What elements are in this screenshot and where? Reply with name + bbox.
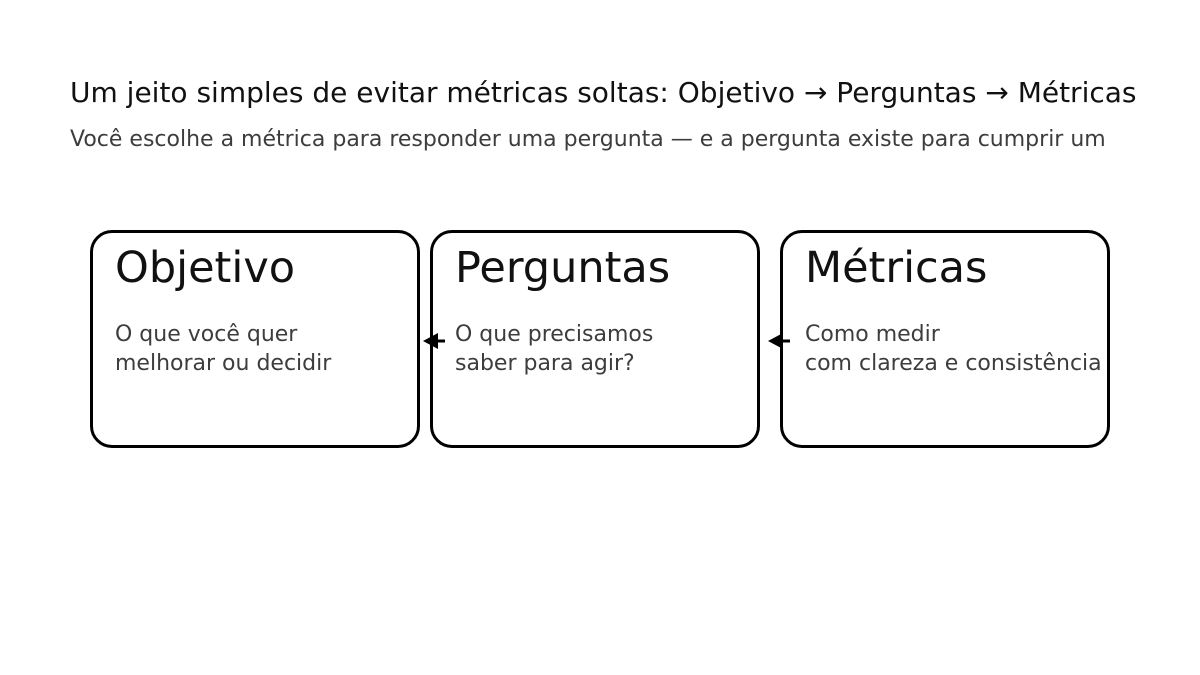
card-title: Perguntas: [455, 243, 671, 293]
arrow-left-icon: [410, 331, 446, 351]
card-metricas: Métricas Como medir com clareza e consis…: [780, 230, 1110, 448]
card-description: Como medir com clareza e consistência: [805, 322, 1102, 376]
page-title: Um jeito simples de evitar métricas solt…: [70, 76, 1137, 109]
card-title: Objetivo: [115, 243, 296, 293]
card-title: Métricas: [805, 243, 988, 293]
arrow-left-icon: [755, 331, 791, 351]
card-perguntas: Perguntas O que precisamos saber para ag…: [430, 230, 760, 448]
connector-metricas-to-perguntas: [755, 331, 791, 351]
connector-perguntas-to-objetivo: [410, 331, 446, 351]
page-subtitle: Você escolhe a métrica para responder um…: [70, 127, 1106, 152]
card-description: O que precisamos saber para agir?: [455, 322, 654, 376]
card-description: O que você quer melhorar ou decidir: [115, 322, 332, 376]
card-objetivo: Objetivo O que você quer melhorar ou dec…: [90, 230, 420, 448]
